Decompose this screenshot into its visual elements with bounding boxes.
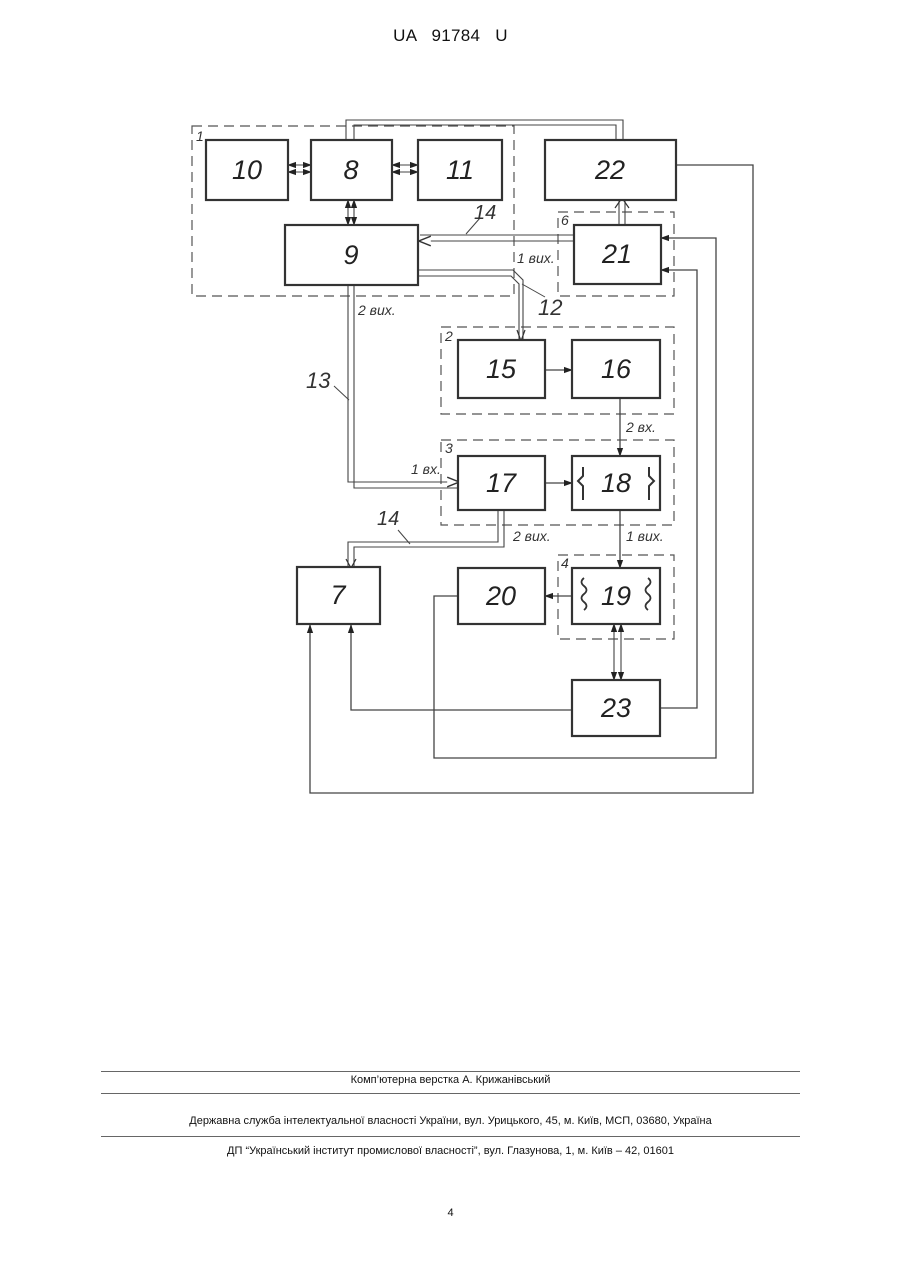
output-1-21-label: 1 вих. [517,250,555,266]
block-18-label: 18 [601,468,631,498]
bus-8-22 [346,120,623,140]
footer-agency-address: Державна служба інтелектуальної власност… [0,1115,901,1127]
block-10-label: 10 [232,155,262,185]
bus-8-11 [392,165,418,172]
page-number: 4 [0,1207,901,1219]
footer-layout-credit: Комп’ютерна верстка А. Крижанівський [0,1074,901,1086]
input-2-18-label: 2 вх. [625,419,656,435]
wire-23-7 [351,625,572,710]
output-2-9-label: 2 вих. [357,302,396,318]
link-14-bottom-label: 14 [377,508,399,530]
block-8-label: 8 [343,155,358,185]
block-17-label: 17 [486,468,517,498]
bus-10-8 [288,165,311,172]
bus-17-7 [346,510,504,568]
footer-rule-2 [101,1093,800,1094]
link-14-top-label: 14 [474,202,496,224]
bus-9-15 [418,270,525,341]
group-2-label: 2 [444,328,453,344]
link-13-label: 13 [306,368,331,393]
output-2-17-label: 2 вих. [512,528,551,544]
group-3-label: 3 [445,440,453,456]
input-1-17-label: 1 вх. [411,461,441,477]
block-19-label: 19 [601,581,631,611]
block-7-label: 7 [330,580,346,610]
leader-13 [334,386,349,400]
group-4-label: 4 [561,555,569,571]
block-21-label: 21 [601,239,632,269]
block-9-label: 9 [343,240,358,270]
footer-rule-3 [101,1136,800,1137]
footer-rule-1 [101,1071,800,1072]
block-20-label: 20 [485,581,516,611]
footer-institute-address: ДП “Український інститут промислової вла… [0,1145,901,1157]
block-23-label: 23 [600,693,631,723]
bus-8-9 [348,200,354,225]
link-12-label: 12 [538,295,562,320]
bus-19-23 [614,624,621,680]
output-1-18-label: 1 вих. [626,528,664,544]
wire-23-21 [661,270,697,708]
block-16-label: 16 [601,354,632,384]
block-15-label: 15 [486,354,517,384]
block-11-label: 11 [446,155,474,185]
group-1-label: 1 [196,128,204,144]
bus-21-9 [420,235,574,241]
block-22-label: 22 [594,155,625,185]
group-6-label: 6 [561,212,569,228]
